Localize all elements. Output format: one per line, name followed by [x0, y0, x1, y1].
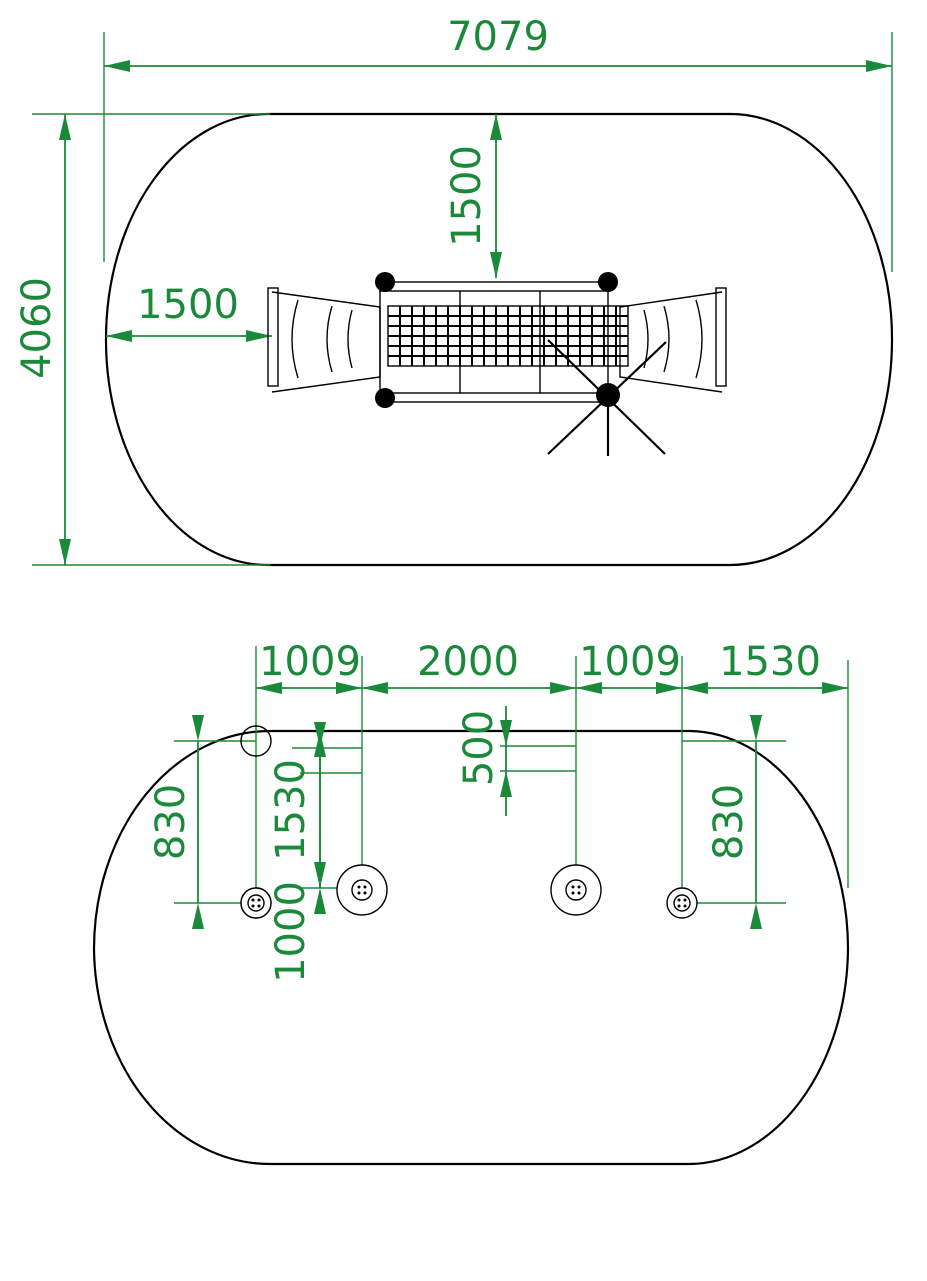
net-grid — [388, 306, 628, 366]
post-top-left — [375, 272, 395, 292]
end-clearance-label: 1500 — [137, 282, 239, 328]
footing-small-bottom-left — [240, 725, 272, 757]
overall-width-label: 4060 — [14, 277, 60, 379]
safety-zone-outline — [104, 112, 894, 567]
ground-braces — [547, 339, 667, 456]
overall-length-label: 7079 — [447, 14, 549, 60]
plan-view: 7079 4060 1500 1500 — [14, 14, 894, 567]
left-ladder — [267, 287, 381, 393]
play-equipment — [267, 272, 727, 456]
left-spacing-label: 830 — [148, 784, 194, 860]
end-clearance-arrow-right — [246, 330, 272, 342]
spacing-2-label: 2000 — [417, 639, 519, 685]
footing-b300-upper-right-f — [666, 887, 698, 919]
spacing-3-label: 1009 — [579, 639, 681, 685]
width-arrow-top — [59, 114, 71, 140]
footing-b500-upper-center-f — [550, 864, 602, 916]
length-arrow-left — [104, 60, 130, 72]
center-spacing-label: 500 — [456, 710, 502, 786]
side-clearance-arrow-bottom — [490, 252, 502, 278]
side-clearance-label: 1500 — [444, 145, 490, 247]
post-top-right — [598, 272, 618, 292]
footing-b500-upper-left-f — [336, 864, 388, 916]
right-spacing-label: 830 — [706, 784, 752, 860]
length-arrow-right — [866, 60, 892, 72]
spacing-1-label: 1009 — [259, 639, 361, 685]
spacing-4-label: 1530 — [719, 639, 821, 685]
width-arrow-bottom — [59, 539, 71, 565]
post-bottom-left — [375, 388, 395, 408]
side-clearance-arrow-top — [490, 114, 502, 140]
post-bottom-right — [596, 383, 620, 407]
foundation-zone-outline — [92, 729, 850, 1166]
top-offset-label: 1530 — [268, 759, 314, 861]
row-spacing-label: 1000 — [268, 881, 314, 983]
footing-b300-upper-left-f — [240, 887, 272, 919]
end-clearance-arrow-left — [106, 330, 132, 342]
